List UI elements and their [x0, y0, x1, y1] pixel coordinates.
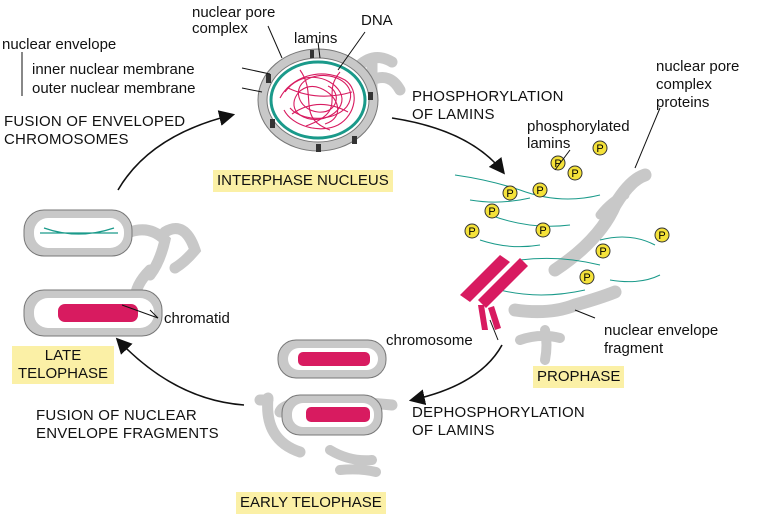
- phosphate-circle: [502, 185, 518, 201]
- phosphate-circle: [535, 222, 551, 238]
- stage-interphase-nucleus: INTERPHASE NUCLEUS: [213, 170, 393, 192]
- label-envelope-fragment-l1: nuclear envelope: [604, 322, 719, 339]
- label-dephosphorylation-l1: DEPHOSPHORYLATION: [412, 404, 585, 421]
- phosphate-circle: [550, 155, 566, 171]
- phosphate-label: P: [536, 185, 543, 197]
- chromosome: [460, 255, 528, 330]
- label-fusion-chromosomes-l1: FUSION OF ENVELOPED: [4, 113, 186, 130]
- label-phosphorylated-lamins-l1: phosphorylated: [527, 118, 630, 135]
- phosphate-circle: [595, 243, 611, 259]
- label-nuclear-envelope: nuclear envelope: [2, 36, 117, 53]
- interphase-nucleus: [257, 48, 406, 152]
- label-pore-proteins-l3: proteins: [656, 94, 710, 111]
- phosphate-label: P: [506, 188, 513, 200]
- dna-tangle: [279, 69, 355, 131]
- envelope-fragment-lower: [508, 285, 622, 319]
- phosphate-label: P: [571, 168, 578, 180]
- label-dephosphorylation-l2: OF LAMINS: [412, 422, 495, 439]
- phosphate-label: P: [583, 272, 590, 284]
- arrow-fusion-fragments: [115, 337, 245, 406]
- prophase-fragments: [454, 168, 661, 365]
- stage-late-telophase-l2: TELOPHASE: [17, 365, 109, 382]
- label-phosphorylated-lamins-l2: lamins: [527, 135, 571, 152]
- label-pore-proteins-l1: nuclear pore: [656, 58, 740, 75]
- phosphate-circle: [464, 223, 480, 239]
- phosphate-circle: [567, 165, 583, 181]
- leader-lines: [21, 25, 661, 341]
- arrow-fusion-chromosomes: [117, 110, 236, 191]
- early-telophase-chromatids: [254, 339, 398, 477]
- phosphate-label: P: [596, 143, 603, 155]
- label-pore-proteins-l2: complex: [656, 76, 712, 93]
- stage-late-telophase-l1: LATE: [44, 347, 82, 364]
- label-fusion-chromosomes-l2: CHROMOSOMES: [4, 131, 129, 148]
- phosphate-circle: [654, 227, 670, 243]
- arrow-phosphorylation: [391, 117, 505, 175]
- phosphate-circle: [532, 182, 548, 198]
- label-dna: DNA: [361, 12, 393, 29]
- label-inner-membrane: inner nuclear membrane: [32, 61, 195, 78]
- label-lamins: lamins: [294, 30, 338, 47]
- phosphate-label: P: [539, 225, 546, 237]
- label-chromatid: chromatid: [164, 310, 230, 327]
- phosphate-label: P: [488, 206, 495, 218]
- label-nuclear-pore-complex-l1: nuclear pore: [192, 4, 276, 21]
- label-phosphorylation-l1: PHOSPHORYLATION: [412, 88, 564, 105]
- stage-early-telophase: EARLY TELOPHASE: [236, 492, 386, 514]
- nuclear-pore-complexes: [266, 50, 373, 152]
- phosphate-circle: [579, 269, 595, 285]
- arrow-dephosphorylation: [408, 344, 503, 406]
- label-fusion-fragments-l2: ENVELOPE FRAGMENTS: [36, 425, 219, 442]
- label-nuclear-pore-complex-l2: complex: [192, 20, 248, 37]
- label-envelope-fragment-l2: fragment: [604, 340, 664, 357]
- stage-late-telophase: LATE TELOPHASE: [12, 346, 114, 384]
- phosphate-label: P: [554, 158, 561, 170]
- label-chromosome: chromosome: [386, 332, 473, 349]
- phosphate-circle: [484, 203, 500, 219]
- stage-prophase: PROPHASE: [533, 366, 625, 388]
- phosphate-label: P: [468, 226, 475, 238]
- label-outer-membrane: outer nuclear membrane: [32, 80, 196, 97]
- label-phosphorylation-l2: OF LAMINS: [412, 106, 495, 123]
- label-fusion-fragments-l1: FUSION OF NUCLEAR: [36, 407, 197, 424]
- phosphate-label: P: [658, 230, 665, 242]
- phosphate-circle: [592, 140, 608, 156]
- phosphate-label: P: [599, 246, 606, 258]
